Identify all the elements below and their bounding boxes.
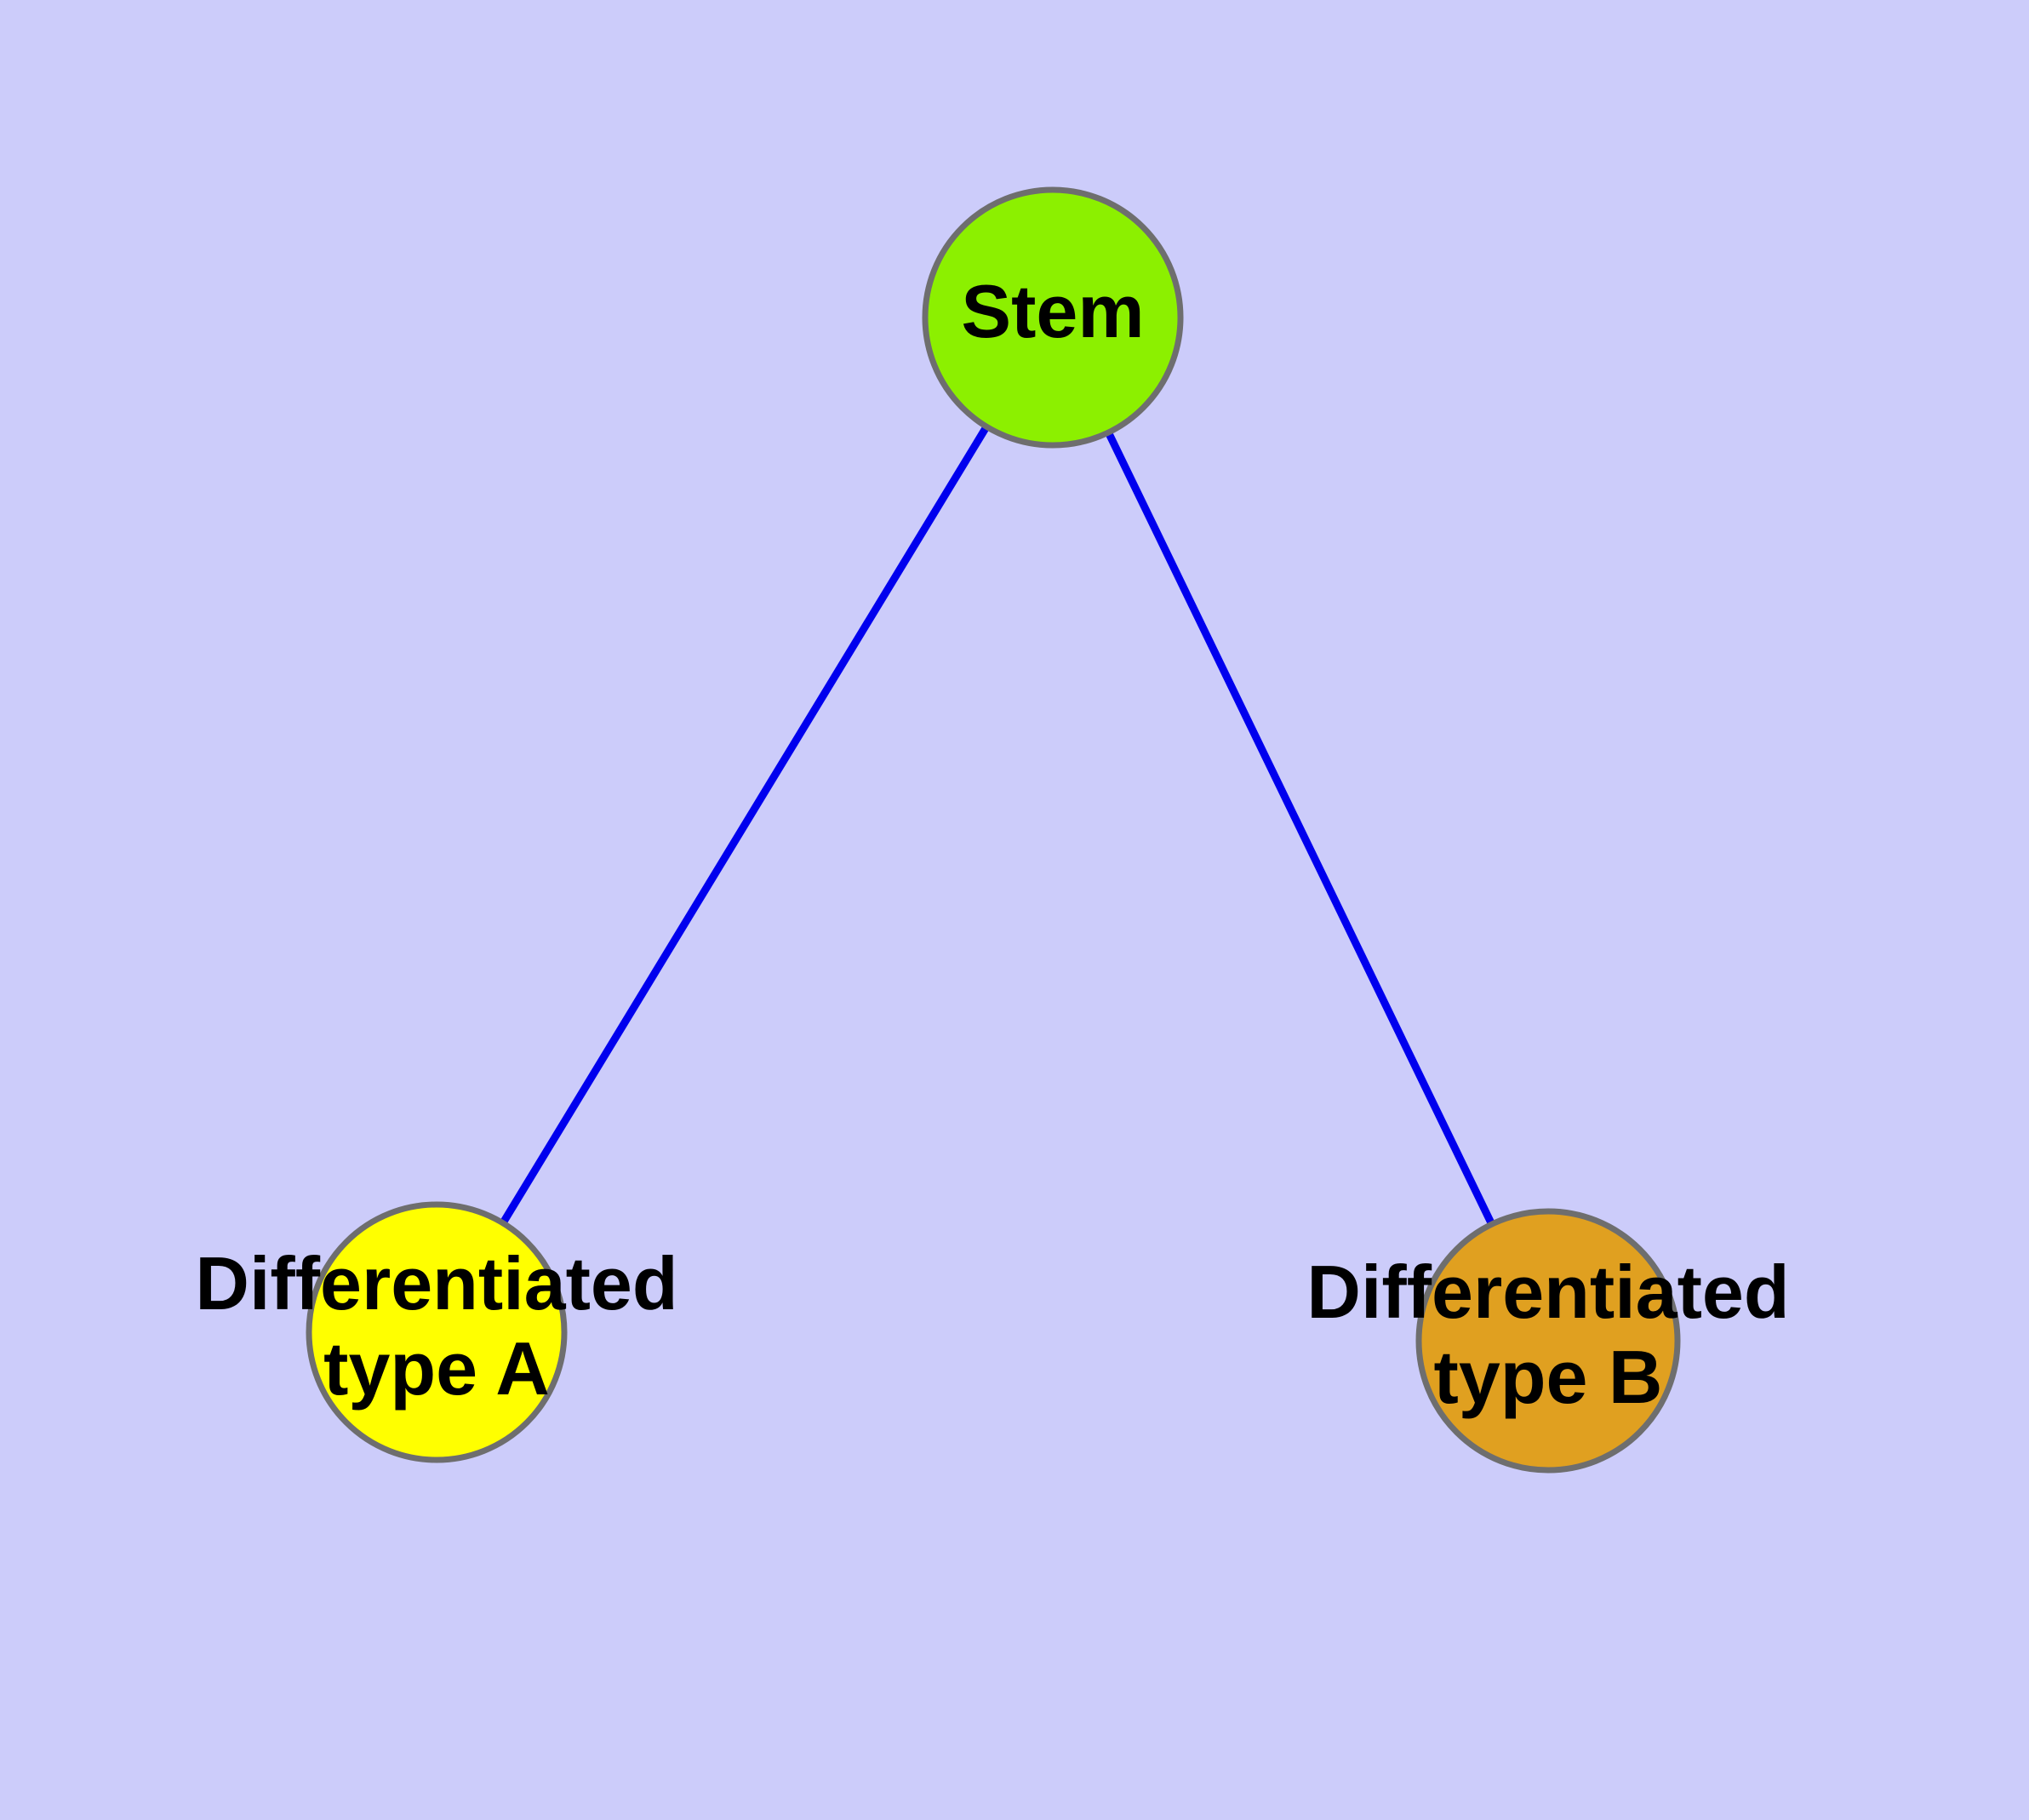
node-label-line: type B bbox=[1434, 1335, 1663, 1419]
graph-node-stem[interactable]: Stem bbox=[922, 186, 1184, 449]
node-circle-diff_b[interactable] bbox=[1415, 1208, 1681, 1474]
node-label-line: Differentiated bbox=[195, 1241, 677, 1325]
node-circle-stem[interactable] bbox=[922, 186, 1184, 449]
node-circle-diff_a[interactable] bbox=[306, 1201, 568, 1463]
node-label-line: type A bbox=[323, 1326, 550, 1411]
node-label-line: Stem bbox=[961, 269, 1144, 353]
graph-edge bbox=[1102, 426, 1498, 1231]
node-label-stem: Stem bbox=[961, 269, 1144, 353]
node-label-line: Differentiated bbox=[1306, 1250, 1789, 1334]
edge-layer bbox=[496, 420, 1498, 1231]
graph-edge bbox=[496, 420, 993, 1230]
